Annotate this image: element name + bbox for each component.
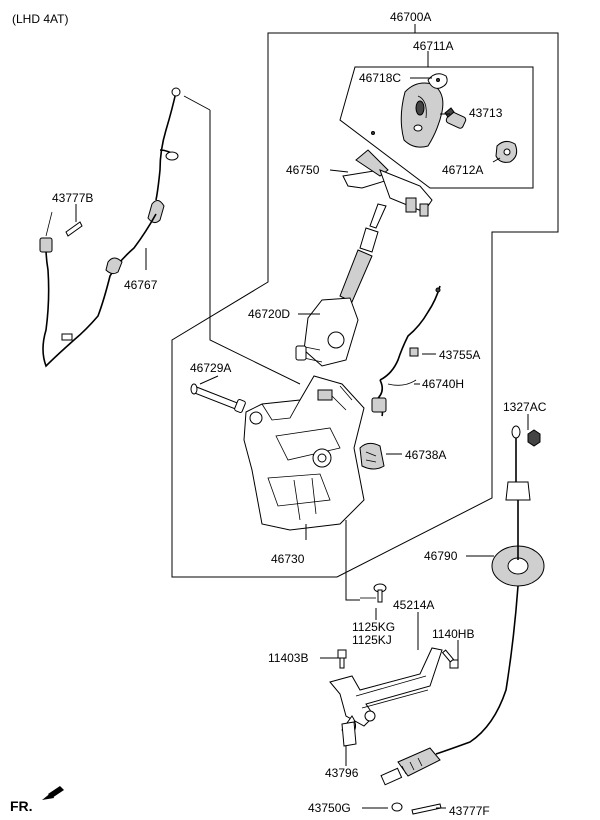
shift-lever-46720D [295, 203, 387, 367]
cable-46790 [380, 425, 545, 786]
label-46740H: 46740H [422, 377, 465, 391]
label-46730: 46730 [271, 552, 305, 566]
spring-46712A [495, 140, 518, 163]
washer-43750G [391, 802, 403, 812]
clip-46738A [359, 442, 385, 470]
indicator-46750 [342, 149, 433, 217]
label-43777B: 43777B [52, 191, 94, 205]
label-1327AC: 1327AC [503, 400, 547, 414]
assembly-boundary-46700A [171, 32, 559, 578]
label-46700A: 46700A [390, 10, 432, 24]
bolt-11403B [337, 649, 347, 669]
label-46738A: 46738A [405, 448, 447, 462]
label-1140HB: 1140HB [432, 627, 475, 641]
label-43777F: 43777F [449, 804, 490, 818]
bolt-1125KG [360, 583, 387, 603]
clip-43796 [341, 721, 357, 747]
front-arrow-icon [42, 786, 64, 800]
label-46718C: 46718C [359, 71, 402, 85]
label-43755A: 43755A [439, 348, 481, 362]
pin-43777F [411, 803, 442, 815]
label-46711A: 46711A [413, 39, 454, 53]
knob-screw-dot [371, 131, 375, 135]
label-46790: 46790 [424, 549, 458, 563]
label-1125KJ: 1125KJ [352, 633, 392, 647]
label-1125KG: 1125KG [352, 620, 396, 634]
bolt-1140HB [441, 649, 459, 669]
label-46712A: 46712A [442, 163, 484, 177]
harness-46740H [371, 285, 441, 417]
label-46729A: 46729A [190, 361, 232, 375]
label-45214A: 45214A [393, 598, 435, 612]
label-43750G: 43750G [308, 801, 351, 815]
nut-1327AC [527, 429, 541, 447]
label-43796: 43796 [325, 766, 359, 780]
button-43713 [444, 107, 467, 129]
shift-bracket-46730 [243, 375, 365, 531]
knob-cover-46718C [427, 73, 448, 89]
pin-46729A [190, 383, 246, 413]
cable-46767 [39, 87, 211, 368]
label-46720D: 46720D [248, 307, 291, 321]
label-46750: 46750 [286, 163, 320, 177]
shift-knob [400, 82, 444, 148]
front-direction-label: FR. [10, 798, 33, 814]
label-43713: 43713 [469, 106, 503, 120]
label-11403B: 11403B [268, 651, 309, 665]
pin-43777B [65, 221, 83, 237]
leader-lines [75, 24, 529, 809]
assembly-boundary-46711A [339, 66, 534, 189]
label-46767: 46767 [124, 278, 158, 292]
variant-label: (LHD 4AT) [12, 12, 69, 26]
